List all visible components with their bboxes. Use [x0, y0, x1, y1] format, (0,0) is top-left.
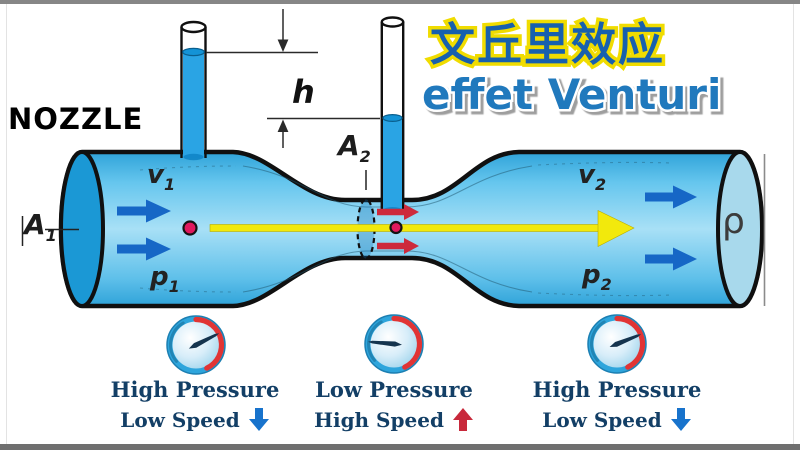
- height-label: h: [292, 73, 315, 111]
- top-border-bar: [0, 0, 800, 4]
- centerline-flow-arrow: [209, 210, 635, 247]
- height-measurement: [206, 9, 380, 148]
- pressure-gauge-outlet: [587, 314, 647, 374]
- pressure-gauge-inlet: [166, 315, 226, 375]
- tube-opening-left: [180, 20, 207, 34]
- french-title: effet Venturi: [422, 70, 721, 119]
- water-level-throat: [382, 113, 403, 122]
- gauge-pressure-label-outlet: High Pressure: [532, 377, 702, 402]
- velocity-out-label: v2: [578, 160, 607, 194]
- water-level-left: [182, 47, 205, 57]
- up-arrow-icon: [452, 408, 473, 431]
- pressure-out-label: p2: [582, 260, 612, 294]
- gauge-speed-row-inlet: Low Speed: [105, 407, 285, 432]
- area-throat-label: A2: [338, 129, 371, 166]
- up-arrowhead: [277, 119, 289, 132]
- pressure-gauge-throat: [364, 314, 424, 374]
- water-column-throat: [383, 118, 403, 211]
- gauge-needle: [188, 333, 220, 349]
- gauge-speed-label: Low Speed: [542, 407, 662, 432]
- outlet-cross-section: [716, 150, 764, 308]
- left-frame-line: [6, 4, 7, 444]
- tracer-particle-throat: [389, 220, 403, 235]
- throat-flow-arrows: [377, 204, 419, 254]
- gauge-speed-label: Low Speed: [120, 407, 240, 432]
- gauge-pressure-label-throat: Low Pressure: [315, 377, 473, 402]
- nozzle-label: NOZZLE: [8, 102, 144, 136]
- gauge-speed-row-throat: High Speed: [304, 407, 484, 432]
- bottom-border-bar: [0, 444, 800, 450]
- gauge-needle: [609, 334, 642, 347]
- down-arrow-icon: [248, 408, 269, 431]
- down-arrow-icon: [670, 408, 691, 431]
- gauge-speed-row-outlet: Low Speed: [527, 407, 707, 432]
- water-column-left: [183, 52, 204, 158]
- manometer-tube-left: [180, 20, 207, 161]
- gauge-needle: [368, 340, 402, 347]
- velocity-in-label: v1: [147, 160, 176, 194]
- tracer-particle-left: [182, 220, 198, 236]
- right-frame-line: [793, 4, 794, 444]
- area-in-label: A1: [24, 208, 57, 245]
- title-block: 文丘里效应 effet Venturi: [420, 15, 724, 121]
- tube-opening-throat: [380, 16, 405, 28]
- manometer-tube-throat: [380, 16, 405, 213]
- density-label: ρ: [722, 201, 745, 242]
- label-leader-lines: [21, 154, 766, 306]
- chinese-title: 文丘里效应: [430, 18, 665, 71]
- gauge-pressure-label-inlet: High Pressure: [110, 377, 280, 402]
- pressure-in-label: p1: [150, 262, 180, 296]
- gauge-speed-label: High Speed: [314, 407, 444, 432]
- outlet-flow-arrows: [645, 185, 697, 271]
- inlet-flow-arrows: [117, 199, 171, 261]
- down-arrowhead: [277, 39, 289, 52]
